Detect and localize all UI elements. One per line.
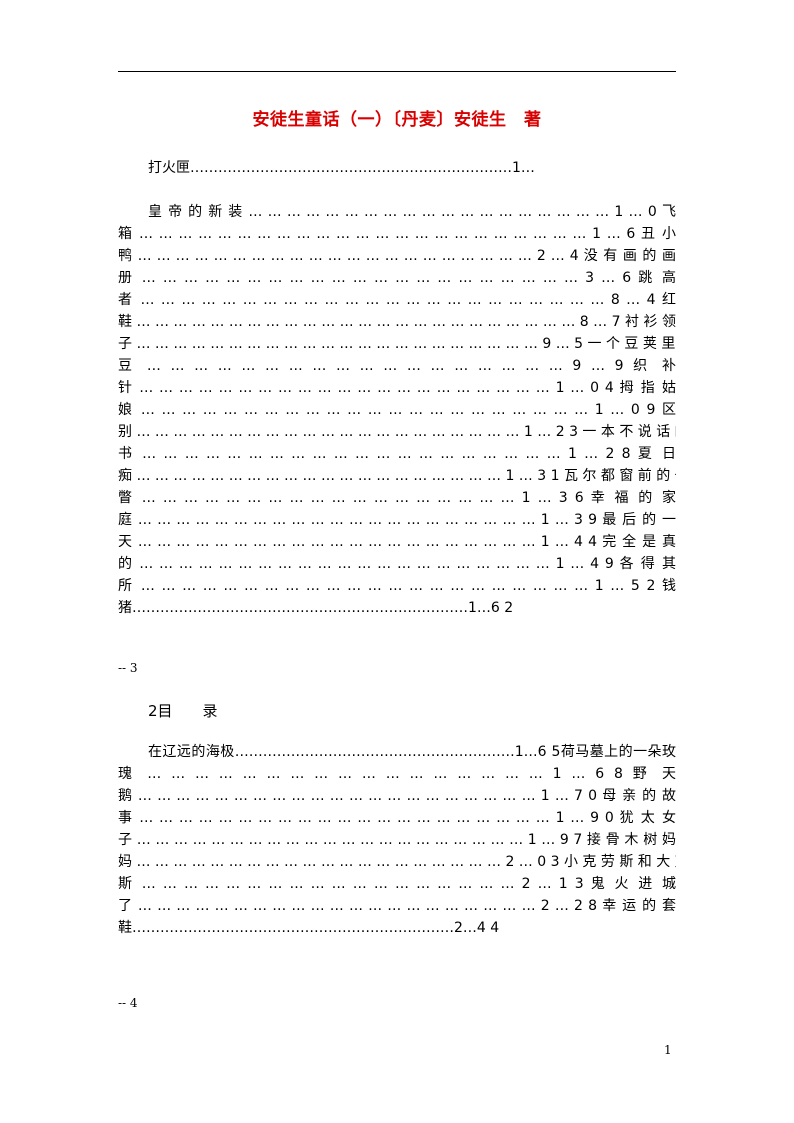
toc-line: 针 … … … … … … … … … … … … … … … … … … … … bbox=[118, 380, 676, 396]
toc-line: 箱 … … … … … … … … … … … … … … … … … … … … bbox=[118, 226, 676, 242]
toc-last-line: 猪………………………………………………………………1…6 2 bbox=[118, 600, 514, 616]
section-heading: 2目 录 bbox=[148, 702, 218, 720]
toc-line: 子 … … … … … … … … … … … … … … … … … … … … bbox=[118, 832, 676, 848]
toc-line: 妈 … … … … … … … … … … … … … … … … … … … … bbox=[118, 854, 676, 870]
toc-line: 子 … … … … … … … … … … … … … … … … … … … … bbox=[118, 336, 676, 352]
toc-line: 的 … … … … … … … … … … … … … … … … … … … … bbox=[118, 556, 676, 572]
toc-line: 庭 … … … … … … … … … … … … … … … … … … … … bbox=[118, 512, 676, 528]
toc-line: 所 … … … … … … … … … … … … … … … … … … … … bbox=[118, 578, 676, 594]
toc-line: 鹅 … … … … … … … … … … … … … … … … … … … … bbox=[118, 788, 676, 804]
toc-line: 了 … … … … … … … … … … … … … … … … … … … … bbox=[118, 898, 676, 914]
header-rule bbox=[118, 71, 676, 72]
toc-line: 鸭 … … … … … … … … … … … … … … … … … … … … bbox=[118, 248, 676, 264]
toc-line: 鞋 … … … … … … … … … … … … … … … … … … … … bbox=[118, 314, 676, 330]
toc-line: 天 … … … … … … … … … … … … … … … … … … … … bbox=[118, 534, 676, 550]
toc-line: 豆 … … … … … … … … … … … … … … … … … … 9 … bbox=[118, 358, 676, 374]
document-title: 安徒生童话（一）〔丹麦〕安徒生 著 bbox=[252, 110, 542, 130]
toc-line: 者 … … … … … … … … … … … … … … … … … … … … bbox=[118, 292, 676, 308]
toc-line: 书 … … … … … … … … … … … … … … … … … … … … bbox=[118, 446, 676, 462]
toc-line: 皇 帝 的 新 装 … … … … … … … … … … … … … … … … bbox=[148, 204, 676, 220]
toc-line: 瞥 … … … … … … … … … … … … … … … … … … 1 … bbox=[118, 490, 676, 506]
page-marker: -- 4 bbox=[118, 996, 138, 1010]
toc-line: 瑰 … … … … … … … … … … … … … … … … … 1 … … bbox=[118, 766, 676, 782]
toc-line: 册 … … … … … … … … … … … … … … … … … … … … bbox=[118, 270, 676, 286]
toc-line: 斯 … … … … … … … … … … … … … … … … … … 2 … bbox=[118, 876, 676, 892]
toc-line: 在辽远的海极……………………………………………………1…6 5荷马墓上的一朵玫 bbox=[148, 744, 676, 760]
toc-line: 别 … … … … … … … … … … … … … … … … … … … … bbox=[118, 424, 676, 440]
toc-last-line: 鞋……………………………………………………………2…4 4 bbox=[118, 920, 500, 936]
toc-line: 娘 … … … … … … … … … … … … … … … … … … … … bbox=[118, 402, 676, 418]
toc-first-line: 打火匣……………………………………………………………1… bbox=[148, 160, 535, 176]
page-marker: -- 3 bbox=[118, 661, 138, 675]
toc-line: 痴 … … … … … … … … … … … … … … … … … … … … bbox=[118, 468, 676, 484]
toc-line: 事 … … … … … … … … … … … … … … … … … … … … bbox=[118, 810, 676, 826]
page-number: 1 bbox=[664, 1043, 672, 1057]
